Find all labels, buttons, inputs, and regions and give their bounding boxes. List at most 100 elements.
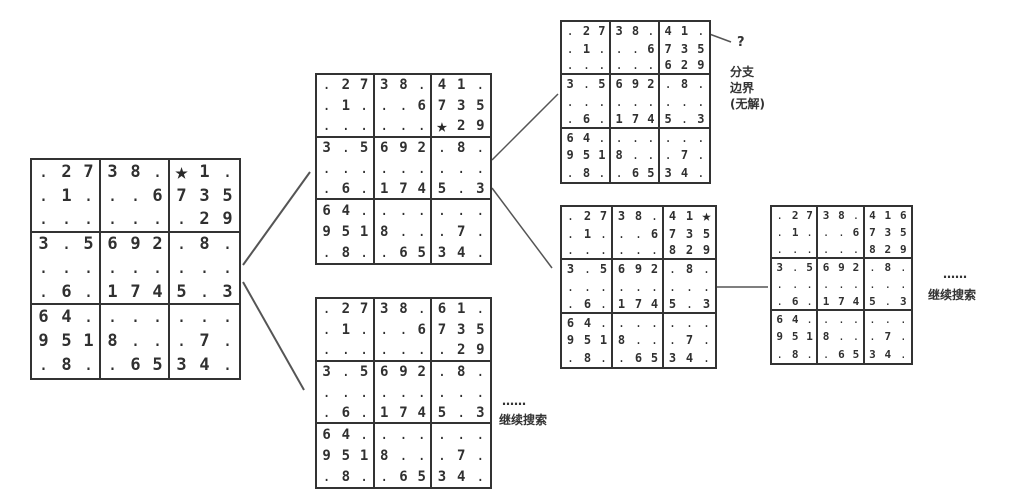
empty-cell: . [355,242,375,263]
empty-cell: . [899,330,907,344]
digit-cell: 1 [61,185,72,206]
empty-cell: . [611,58,628,76]
empty-cell: . [107,355,118,376]
empty-cell: . [322,301,331,318]
empty-cell: . [78,305,101,330]
empty-cell: . [644,146,660,165]
empty-cell: . [399,322,408,339]
digit-cell: 3 [380,77,389,94]
empty-cell: . [596,349,613,367]
digit-cell: 8 [199,234,210,255]
empty-cell: . [399,202,408,219]
empty-cell: . [222,234,233,255]
empty-cell: . [849,276,865,294]
digit-cell: 7 [456,447,466,464]
empty-cell: . [317,403,337,425]
digit-cell: 5 [702,226,711,241]
empty-cell: . [38,258,49,279]
digit-cell: 3 [884,226,892,240]
empty-cell: . [393,341,414,362]
empty-cell: . [176,306,187,327]
digit-cell: 8 [399,77,408,94]
empty-cell: . [380,98,389,115]
digit-cell: 5 [432,179,452,201]
empty-cell: . [380,244,389,261]
branch-label-line1: 分支 [730,65,755,79]
empty-cell: . [668,262,677,277]
digit-cell: 8 [380,447,389,464]
empty-cell: . [579,243,596,261]
digit-cell: 7 [437,98,447,115]
empty-cell: . [355,424,375,446]
digit-cell: 6 [380,140,389,157]
digit-cell: 2 [647,260,664,279]
empty-cell: . [78,353,101,378]
empty-cell: . [322,161,331,177]
digit-cell: 1 [341,98,351,115]
digit-cell: 7 [884,330,892,344]
digit-cell: 8 [685,262,694,277]
empty-cell: . [582,77,591,92]
empty-cell: . [697,148,705,163]
empty-cell: . [578,58,595,76]
empty-cell: . [594,57,611,76]
empty-cell: . [393,117,414,138]
digit-cell: 5 [697,41,705,56]
empty-cell: . [776,278,784,292]
digit-cell: 9 [38,331,49,352]
digit-cell: 6 [631,166,640,181]
empty-cell: . [634,226,643,241]
empty-cell: . [791,278,799,292]
digit-cell: 3 [456,98,466,115]
empty-cell: . [78,256,101,282]
empty-cell: . [566,94,574,109]
digit-cell: 1 [884,209,892,223]
digit-cell: 2 [61,161,72,182]
empty-cell: . [702,351,711,366]
digit-cell: 7 [803,207,819,225]
empty-cell: . [681,296,698,314]
continue-search-bottom: 继续搜索 [499,413,548,427]
empty-cell: . [562,111,579,129]
empty-cell: . [322,244,331,261]
empty-cell: . [647,313,664,332]
digit-cell: 8 [884,261,892,275]
empty-cell: . [566,166,574,181]
empty-cell: . [617,351,626,366]
digit-cell: 4 [413,179,433,201]
digit-cell: 5 [355,137,375,159]
empty-cell: . [697,77,705,92]
digit-cell: 2 [413,137,433,159]
empty-cell: . [199,306,210,327]
digit-cell: 4 [583,315,592,330]
empty-cell: . [838,313,845,327]
empty-cell: . [702,333,711,348]
empty-cell: . [596,278,613,296]
empty-cell: . [222,355,233,376]
digit-cell: 4 [643,110,660,129]
empty-cell: . [668,279,677,294]
digit-cell: 8 [61,355,72,376]
empty-cell: . [822,347,830,361]
digit-cell: 8 [456,140,466,157]
empty-cell: . [566,208,575,223]
empty-cell: . [697,166,705,181]
empty-cell: . [413,158,433,180]
digit-cell: 7 [869,226,876,240]
digit-cell: 5 [147,353,170,378]
empty-cell: . [583,262,592,277]
digit-cell: 1 [818,294,834,311]
empty-cell: . [899,347,907,361]
digit-cell: 4 [664,23,672,38]
empty-cell: . [101,208,124,233]
empty-cell: . [869,261,876,275]
digit-cell: 6 [634,351,643,366]
digit-cell: 1 [355,221,375,243]
empty-cell: . [615,94,623,109]
question-mark: ? [737,35,745,50]
empty-cell: . [476,301,485,318]
empty-cell: . [432,341,452,362]
digit-cell: 2 [880,242,896,259]
digit-cell: 2 [147,232,170,257]
empty-cell: . [413,75,433,96]
